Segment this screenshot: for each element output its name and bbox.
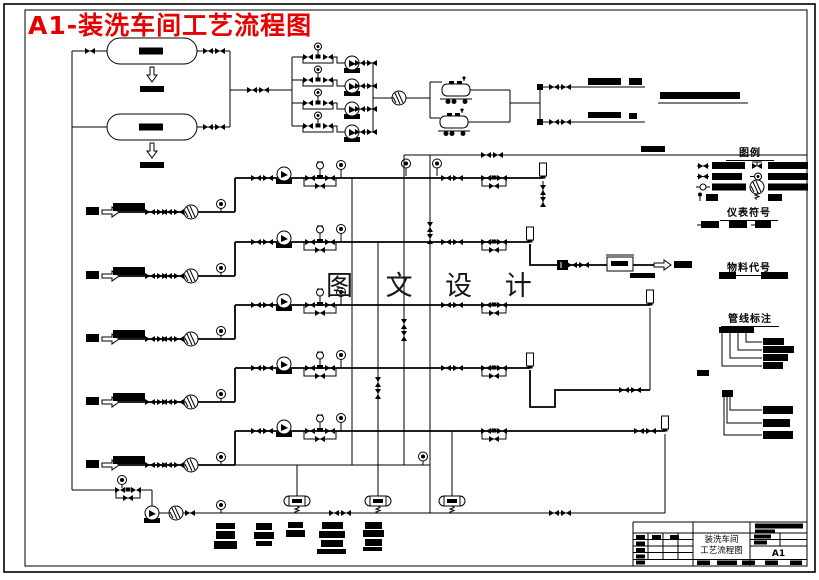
strainer-icon <box>749 179 765 195</box>
inline-vessel-icon <box>438 495 466 514</box>
legend-header-materials: 物料代号 <box>719 259 779 276</box>
bottom-transfer-line <box>72 475 665 524</box>
pressure-gauge-icon <box>216 263 226 273</box>
horizontal-tank-2 <box>106 113 198 141</box>
pump-icon <box>343 101 361 120</box>
pressure-gauge-icon <box>216 326 226 336</box>
strainer-icon <box>183 268 199 284</box>
pressure-gauge-icon <box>216 389 226 399</box>
pressure-gauge-icon <box>336 350 346 360</box>
outlet-arrow-icon <box>653 259 672 271</box>
title-block-drawing-name-line1: 装洗车间 <box>704 535 739 545</box>
truck-loading-station <box>437 75 748 137</box>
legend-header-symbols: 图例 <box>726 144 774 161</box>
pressure-gauge-icon <box>336 160 346 170</box>
legend-header-pipelines: 管线标注 <box>721 310 779 327</box>
pressure-gauge-icon <box>336 413 346 423</box>
control-valve-station <box>304 226 336 253</box>
tank-truck-icon <box>439 75 473 105</box>
pressure-gauge-icon <box>216 500 226 510</box>
pump-icon <box>343 55 361 74</box>
pressure-gauge-icon <box>401 158 411 169</box>
storage-tanks <box>71 37 292 490</box>
strainer-icon <box>183 457 199 473</box>
control-valve-station <box>115 487 141 501</box>
inline-instrument-icon <box>526 226 534 243</box>
strainer-icon <box>391 90 407 106</box>
pressure-gauge-icon <box>336 224 346 234</box>
inline-instrument-icon <box>646 289 654 306</box>
redacted-note-stacks <box>214 522 384 554</box>
pump-icon <box>275 166 293 185</box>
strainer-icon <box>183 394 199 410</box>
process-train-5 <box>86 413 669 513</box>
drain-arrow-icon <box>146 66 158 83</box>
tank-truck-icon <box>437 107 471 137</box>
pump-icon <box>343 78 361 97</box>
strainer-icon <box>183 331 199 347</box>
pressure-gauge-icon <box>117 475 127 485</box>
title-block-sheet-code: A1 <box>771 549 786 559</box>
pump-icon <box>143 505 161 524</box>
inline-instrument-icon <box>661 415 669 432</box>
collector-lines <box>235 155 453 513</box>
legend-symbols <box>696 161 808 439</box>
pressure-gauge-icon <box>216 452 226 462</box>
pressure-gauge-icon <box>418 451 428 462</box>
process-train-2 <box>86 224 692 284</box>
pump-icon <box>343 124 361 143</box>
inline-vessel-icon <box>364 495 392 514</box>
pressure-gauge-icon <box>432 158 442 169</box>
drawing-title: A1-装洗车间工艺流程图 <box>28 11 313 40</box>
control-valve-station <box>304 352 336 379</box>
top-header-line <box>401 146 807 176</box>
strainer-icon <box>183 204 199 220</box>
process-train-1 <box>86 160 547 220</box>
inline-instrument-icon <box>526 352 534 369</box>
watermark-text: 图 文 设 计 <box>326 271 544 302</box>
pump-icon <box>275 356 293 375</box>
inline-vessel-icon <box>283 495 311 514</box>
pump-station <box>291 43 442 143</box>
legend-header-instruments: 仪表符号 <box>720 204 778 221</box>
pump-icon <box>275 230 293 249</box>
pump-icon <box>275 419 293 438</box>
strainer-icon <box>168 505 184 521</box>
drain-arrow-icon <box>146 142 158 159</box>
pressure-gauge-icon <box>216 199 226 209</box>
control-valve-station <box>304 162 336 189</box>
process-train-3 <box>86 287 654 390</box>
title-block <box>632 521 807 566</box>
control-valve-station <box>304 415 336 442</box>
pump-icon <box>275 293 293 312</box>
title-block-drawing-name-line2: 工艺流程图 <box>700 546 743 556</box>
process-train-4 <box>86 350 650 410</box>
inline-instrument-icon <box>539 162 547 179</box>
sheet-border <box>3 3 816 573</box>
